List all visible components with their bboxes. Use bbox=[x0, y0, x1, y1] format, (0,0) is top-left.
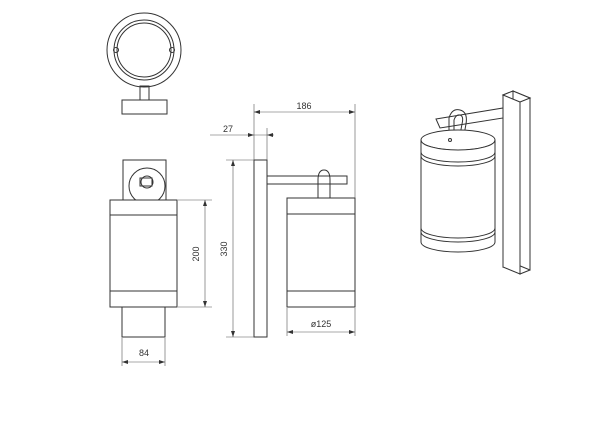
dim-label-shade-diameter: ø125 bbox=[311, 319, 332, 329]
dim-label-shade-height: 200 bbox=[191, 246, 201, 261]
dim-overall-height: 330 bbox=[219, 159, 254, 338]
top-view bbox=[106, 12, 182, 115]
isometric-view bbox=[420, 90, 532, 275]
dim-overall-depth: 186 bbox=[253, 101, 356, 198]
dim-label-overall-depth: 186 bbox=[296, 101, 311, 111]
dim-label-body-width: 84 bbox=[139, 348, 149, 358]
dim-label-overall-height: 330 bbox=[219, 241, 229, 256]
dim-body-width: 84 bbox=[121, 338, 166, 366]
dim-label-mount-thickness: 27 bbox=[223, 124, 233, 134]
side-view bbox=[253, 159, 356, 338]
front-view bbox=[109, 159, 178, 338]
dim-shade-height: 200 bbox=[178, 199, 212, 308]
dim-mount-thickness: 27 bbox=[210, 124, 274, 160]
dim-shade-diameter: ø125 bbox=[286, 308, 356, 336]
